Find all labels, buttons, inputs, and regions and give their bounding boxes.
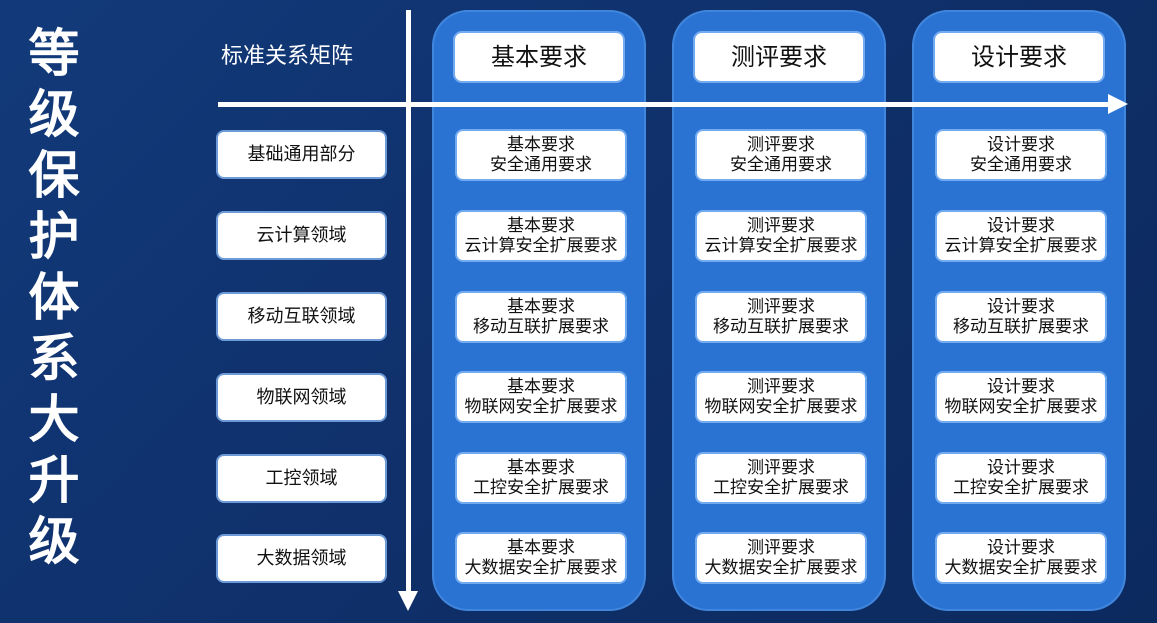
cell-line-2: 工控安全扩展要求 [713, 478, 849, 498]
matrix-cell: 测评要求 云计算安全扩展要求 [697, 212, 865, 260]
cell-line-2: 安全通用要求 [490, 155, 592, 175]
cell-line-1: 基本要求 [507, 216, 575, 236]
cell-line-1: 测评要求 [747, 458, 815, 478]
matrix-cell: 设计要求 云计算安全扩展要求 [937, 212, 1105, 260]
title-char: 级 [28, 513, 80, 572]
cell-line-1: 基本要求 [507, 377, 575, 397]
cell-line-1: 测评要求 [747, 377, 815, 397]
title-char: 系 [28, 330, 80, 389]
title-char: 级 [28, 86, 80, 145]
matrix-cell: 测评要求 大数据安全扩展要求 [697, 534, 865, 582]
cell-line-1: 基本要求 [507, 297, 575, 317]
cell-line-1: 基本要求 [507, 135, 575, 155]
cell-line-1: 测评要求 [747, 538, 815, 558]
cell-line-2: 大数据安全扩展要求 [944, 558, 1098, 578]
cell-line-2: 物联网安全扩展要求 [944, 397, 1098, 417]
title-char: 护 [28, 208, 80, 267]
matrix-cell: 设计要求 物联网安全扩展要求 [937, 373, 1105, 421]
matrix-cell: 设计要求 移动互联扩展要求 [937, 293, 1105, 341]
title-char: 等 [28, 25, 80, 84]
cell-line-1: 测评要求 [747, 216, 815, 236]
matrix-cell: 测评要求 安全通用要求 [697, 131, 865, 179]
matrix-cell: 设计要求 安全通用要求 [937, 131, 1105, 179]
matrix-cell: 设计要求 工控安全扩展要求 [937, 454, 1105, 502]
matrix-label: 标准关系矩阵 [221, 44, 354, 69]
cell-line-1: 设计要求 [987, 377, 1055, 397]
row-label-bigdata: 大数据领域 [218, 536, 385, 581]
cell-line-2: 物联网安全扩展要求 [704, 397, 858, 417]
matrix-cell: 基本要求 大数据安全扩展要求 [457, 534, 625, 582]
cell-line-1: 测评要求 [747, 297, 815, 317]
matrix-cell: 基本要求 云计算安全扩展要求 [457, 212, 625, 260]
cell-line-1: 测评要求 [747, 135, 815, 155]
matrix-cell: 基本要求 工控安全扩展要求 [457, 454, 625, 502]
cell-line-2: 安全通用要求 [970, 155, 1072, 175]
horizontal-axis-line [218, 102, 1113, 107]
cell-line-1: 设计要求 [987, 458, 1055, 478]
cell-line-1: 基本要求 [507, 458, 575, 478]
cell-line-2: 工控安全扩展要求 [953, 478, 1089, 498]
column-header-evaluation: 测评要求 [695, 33, 863, 81]
cell-line-1: 设计要求 [987, 135, 1055, 155]
cell-line-2: 移动互联扩展要求 [953, 317, 1089, 337]
cell-line-2: 大数据安全扩展要求 [464, 558, 618, 578]
cell-line-2: 移动互联扩展要求 [473, 317, 609, 337]
row-label-iot: 物联网领域 [218, 375, 385, 420]
row-label-industrial: 工控领域 [218, 456, 385, 501]
cell-line-2: 安全通用要求 [730, 155, 832, 175]
title-char: 升 [28, 452, 80, 511]
row-label-general: 基础通用部分 [218, 132, 385, 177]
cell-line-1: 设计要求 [987, 538, 1055, 558]
cell-line-2: 物联网安全扩展要求 [464, 397, 618, 417]
matrix-cell: 测评要求 物联网安全扩展要求 [697, 373, 865, 421]
cell-line-1: 设计要求 [987, 297, 1055, 317]
vertical-axis-arrowhead [398, 591, 418, 611]
cell-line-1: 基本要求 [507, 538, 575, 558]
matrix-cell: 基本要求 安全通用要求 [457, 131, 625, 179]
matrix-cell: 基本要求 物联网安全扩展要求 [457, 373, 625, 421]
vertical-axis-line [406, 10, 411, 599]
cell-line-2: 工控安全扩展要求 [473, 478, 609, 498]
title-char: 大 [28, 391, 80, 450]
matrix-cell: 基本要求 移动互联扩展要求 [457, 293, 625, 341]
cell-line-2: 大数据安全扩展要求 [704, 558, 858, 578]
cell-line-2: 云计算安全扩展要求 [704, 236, 858, 256]
title-char: 体 [28, 269, 80, 328]
title-char: 保 [28, 147, 80, 206]
matrix-cell: 测评要求 移动互联扩展要求 [697, 293, 865, 341]
row-label-cloud: 云计算领域 [218, 213, 385, 258]
row-label-mobile: 移动互联领域 [218, 294, 385, 339]
matrix-cell: 设计要求 大数据安全扩展要求 [937, 534, 1105, 582]
cell-line-1: 设计要求 [987, 216, 1055, 236]
cell-line-2: 移动互联扩展要求 [713, 317, 849, 337]
matrix-cell: 测评要求 工控安全扩展要求 [697, 454, 865, 502]
cell-line-2: 云计算安全扩展要求 [464, 236, 618, 256]
column-header-design: 设计要求 [935, 33, 1103, 81]
horizontal-axis-arrowhead [1108, 94, 1128, 114]
vertical-title: 等 级 保 护 体 系 大 升 级 [18, 24, 90, 573]
cell-line-2: 云计算安全扩展要求 [944, 236, 1098, 256]
column-header-basic: 基本要求 [455, 33, 623, 81]
